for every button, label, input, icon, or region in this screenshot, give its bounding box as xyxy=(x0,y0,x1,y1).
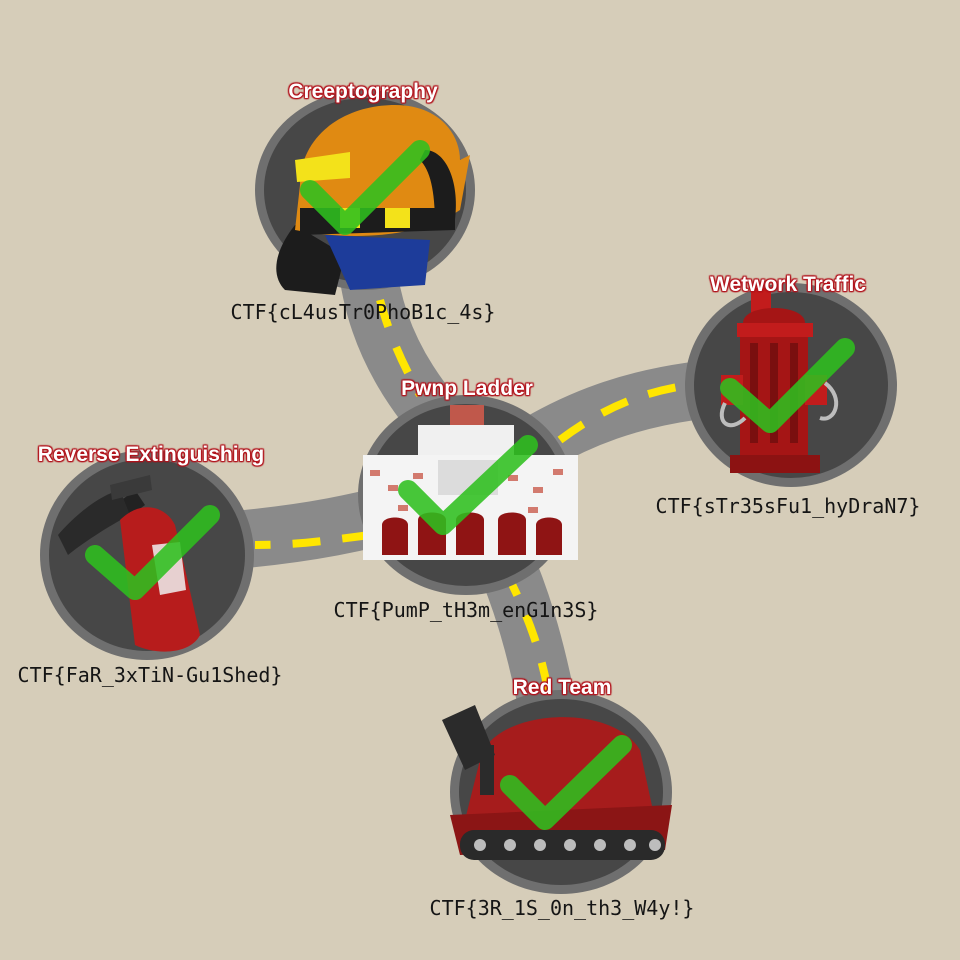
challenge-flag-wetwork-traffic: CTF{sTr35sFu1_hyDraN7} xyxy=(655,494,921,518)
challenge-title-wetwork-traffic[interactable]: Wetwork Traffic xyxy=(710,273,866,296)
challenge-node-creeptography[interactable] xyxy=(255,90,475,295)
solved-check-icon xyxy=(85,505,220,600)
challenge-title-reverse-extinguishing[interactable]: Reverse Extinguishing xyxy=(37,443,265,466)
challenge-node-wetwork-traffic[interactable] xyxy=(685,283,897,488)
challenge-title-red-team[interactable]: Red Team xyxy=(512,676,612,699)
challenge-node-reverse-extinguishing[interactable] xyxy=(40,450,255,660)
challenge-flag-pwnp-ladder: CTF{PumP_tH3m_enG1n3S} xyxy=(333,598,599,622)
challenge-node-red-team[interactable] xyxy=(442,690,672,895)
challenge-flag-creeptography: CTF{cL4usTr0PhoB1c_4s} xyxy=(230,300,496,324)
challenge-title-creeptography[interactable]: Creeptography xyxy=(288,80,438,103)
challenge-flag-red-team: CTF{3R_1S_0n_th3_W4y!} xyxy=(429,896,695,920)
challenge-node-pwnp-ladder[interactable] xyxy=(358,395,578,595)
solved-check-icon xyxy=(720,338,855,433)
solved-check-icon xyxy=(500,735,632,830)
solved-check-icon xyxy=(300,140,430,235)
challenge-title-pwnp-ladder[interactable]: Pwnp Ladder xyxy=(401,377,533,400)
solved-check-icon xyxy=(398,435,538,535)
challenge-flag-reverse-extinguishing: CTF{FaR_3xTiN-Gu1Shed} xyxy=(17,663,283,687)
